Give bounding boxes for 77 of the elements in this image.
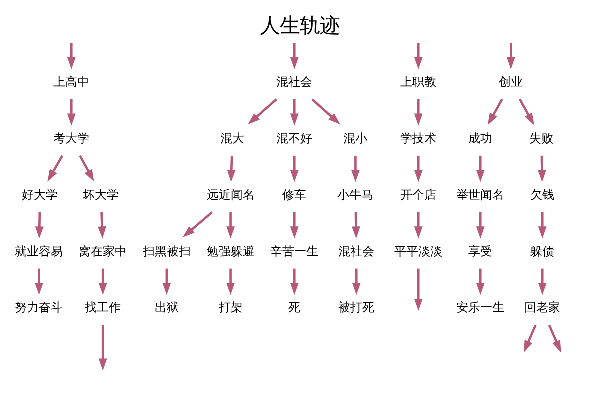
arrow <box>538 155 546 182</box>
arrow <box>290 268 299 295</box>
arrow <box>476 212 485 238</box>
node-text: 勉强躲避 <box>206 244 255 258</box>
node-text: 远近闻名 <box>206 187 255 202</box>
node-text: 打架 <box>218 300 243 314</box>
node-text: 混小 <box>344 130 368 145</box>
arrow <box>414 42 423 69</box>
arrow <box>226 268 236 295</box>
arrow <box>538 268 547 295</box>
arrow <box>414 268 423 311</box>
node-text: 创业 <box>499 74 524 88</box>
arrow <box>98 324 108 370</box>
node-text: 欠钱 <box>530 187 555 202</box>
arrow <box>162 268 172 295</box>
arrow <box>518 98 534 125</box>
node-text: 上职教 <box>400 74 437 88</box>
node-text: 享受 <box>468 244 493 258</box>
node-text: 成功 <box>468 130 493 145</box>
arrow <box>227 155 236 182</box>
node-text: 小牛马 <box>338 187 374 202</box>
arrow <box>48 154 64 182</box>
arrow <box>98 268 108 295</box>
arrow <box>182 210 214 237</box>
node-text: 考大学 <box>54 130 90 145</box>
node-text: 修车 <box>282 187 307 202</box>
arrow <box>290 212 299 238</box>
node-text: 死 <box>288 300 301 314</box>
arrow <box>290 155 299 182</box>
node-text: 上高中 <box>54 74 90 88</box>
arrow <box>67 98 76 126</box>
node-text: 平平淡淡 <box>394 244 443 258</box>
node-text: 找工作 <box>85 300 122 314</box>
arrow <box>35 212 44 238</box>
arrow <box>352 268 361 295</box>
node-text: 回老家 <box>524 300 561 314</box>
node-text: 辛苦一生 <box>270 244 319 258</box>
node-text: 混大 <box>220 130 245 145</box>
node-text: 举世闻名 <box>456 187 505 202</box>
node-text: 混社会 <box>276 74 313 88</box>
arrow <box>414 155 423 182</box>
arrow <box>290 98 299 126</box>
node-text: 被打死 <box>338 300 375 314</box>
arrow <box>98 212 106 238</box>
arrow <box>476 155 485 182</box>
node-text: 失败 <box>530 130 554 145</box>
arrow <box>414 212 423 238</box>
node-text: 努力奋斗 <box>15 300 64 314</box>
arrow <box>538 212 547 238</box>
arrow <box>352 212 360 238</box>
node-text: 安乐一生 <box>456 300 505 314</box>
diagram-title: 人生轨迹 <box>260 13 340 38</box>
node-text: 开个店 <box>400 187 437 202</box>
node-text: 扫黑被扫 <box>142 244 191 258</box>
node-text: 就业容易 <box>15 244 64 258</box>
node-text: 好大学 <box>22 187 58 202</box>
arrow <box>248 98 278 124</box>
arrow <box>488 98 504 125</box>
node-text: 学技术 <box>400 130 437 145</box>
node-text: 出狱 <box>154 300 179 314</box>
node-text: 混社会 <box>338 244 375 258</box>
arrow <box>290 42 299 69</box>
arrow <box>476 268 485 295</box>
node-text: 坏大学 <box>83 187 120 202</box>
arrow <box>351 155 360 182</box>
node-text: 窝在家中 <box>79 244 128 258</box>
node-text: 躲债 <box>530 244 555 258</box>
node-text: 混不好 <box>276 130 313 145</box>
arrow <box>226 212 236 238</box>
arrow <box>312 98 340 124</box>
arrow <box>506 42 516 69</box>
arrow <box>79 154 94 182</box>
arrow <box>35 268 44 295</box>
arrow <box>67 42 76 69</box>
arrow <box>548 324 562 352</box>
arrow <box>524 324 537 352</box>
arrow <box>414 98 423 126</box>
